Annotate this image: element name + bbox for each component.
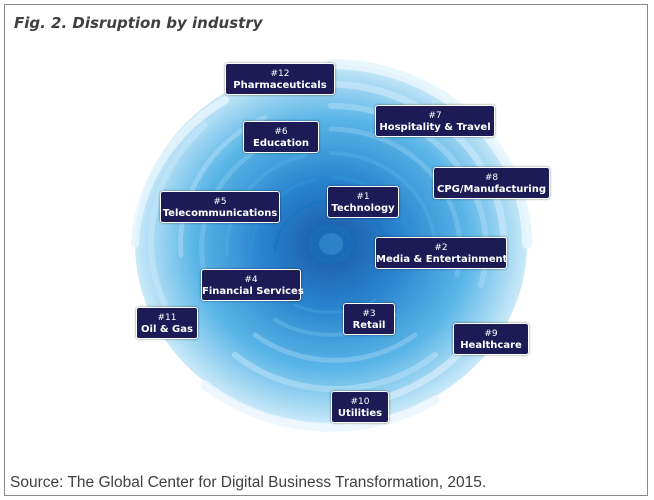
industry-oil-gas: Oil & Gas [141,324,193,335]
rank-telecommunications: #5 [213,197,227,207]
industry-media-entertainment: Media & Entertainment [376,254,508,265]
industry-utilities: Utilities [337,408,383,419]
label-hospitality-travel: #7 Hospitality & Travel [375,105,495,137]
label-financial-services: #4 Financial Services [201,269,304,301]
label-utilities: #10 Utilities [331,391,389,423]
source-note: Source: The Global Center for Digital Bu… [10,474,487,491]
label-cpg-manufacturing: #8 CPG/Manufacturing [433,167,550,199]
label-healthcare: #9 Healthcare [453,323,529,355]
rank-cpg-manufacturing: #8 [484,173,499,183]
industry-education: Education [253,138,309,149]
label-oil-gas: #11 Oil & Gas [136,307,198,339]
rank-education: #6 [274,127,288,137]
rank-healthcare: #9 [484,329,498,339]
industry-hospitality-travel: Hospitality & Travel [379,122,491,133]
label-telecommunications: #5 Telecommunications [160,191,280,223]
industry-healthcare: Healthcare [460,340,522,351]
figure-frame: Fig. 2. Disruption by industry [4,4,648,496]
label-media-entertainment: #2 Media & Entertainment [375,237,507,269]
rank-utilities: #10 [350,397,370,407]
rank-pharmaceuticals: #12 [270,69,290,79]
figure-title: Fig. 2. Disruption by industry [14,14,263,32]
industry-retail: Retail [352,320,386,331]
industry-pharmaceuticals: Pharmaceuticals [233,80,327,91]
industry-financial-services: Financial Services [202,286,304,297]
rank-hospitality-travel: #7 [428,111,442,121]
rank-retail: #3 [362,309,376,319]
industry-technology: Technology [331,203,395,214]
label-technology: #1 Technology [327,186,399,218]
rank-media-entertainment: #2 [434,243,448,253]
label-education: #6 Education [243,121,319,153]
industry-telecommunications: Telecommunications [162,208,278,219]
rank-financial-services: #4 [244,275,258,285]
rank-oil-gas: #11 [157,313,177,323]
rank-technology: #1 [356,192,370,202]
label-retail: #3 Retail [343,303,395,335]
label-pharmaceuticals: #12 Pharmaceuticals [225,63,335,95]
industry-cpg-manufacturing: CPG/Manufacturing [436,184,547,195]
